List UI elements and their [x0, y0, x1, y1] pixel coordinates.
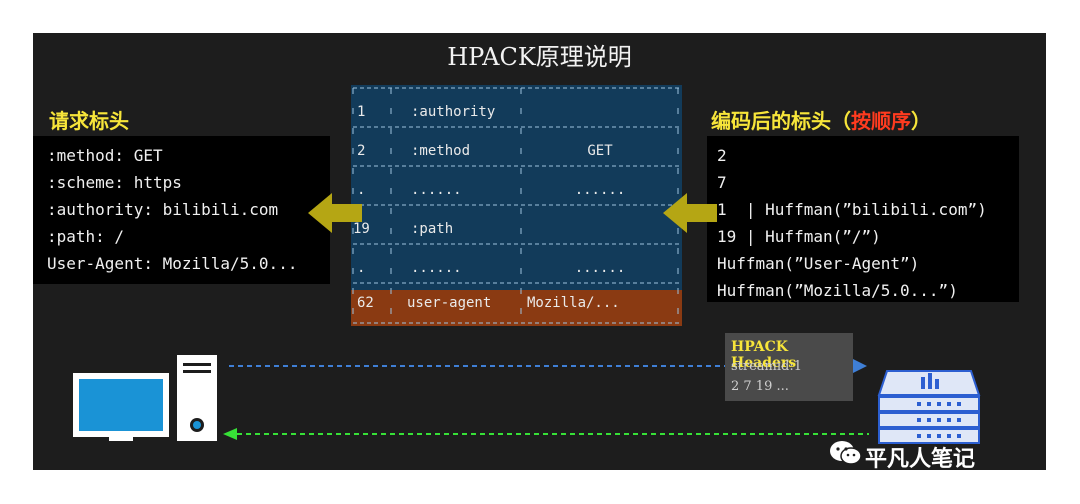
- encoded-header-line: 2: [717, 146, 727, 165]
- table-cell-index: 2: [357, 143, 366, 159]
- server-icon: [877, 370, 981, 444]
- hpack-frame-title: HPACK Headers: [731, 339, 797, 371]
- desktop-computer-icon: [73, 355, 217, 441]
- request-header-line: :method: GET: [47, 146, 163, 165]
- encoded-header-line: Huffman(”Mozilla/5.0...”): [717, 281, 958, 300]
- table-cell-name: ......: [411, 182, 462, 198]
- encoded-label-main: 编码后的标头（: [711, 109, 851, 133]
- table-cell-name: user-agent: [407, 295, 492, 311]
- hpack-frame-stream: streamid:1: [731, 359, 803, 374]
- encoded-header-line: 7: [717, 173, 727, 192]
- dynamic-table-bg: [351, 290, 682, 326]
- table-cell-name: :authority: [411, 104, 496, 120]
- request-flow-line: [229, 359, 867, 373]
- request-headers-label: 请求标头: [49, 109, 129, 133]
- request-header-line: User-Agent: Mozilla/5.0...: [47, 254, 298, 273]
- table-cell-value: GET: [587, 143, 613, 159]
- request-header-line: :path: /: [47, 227, 125, 246]
- wechat-icon: [830, 441, 862, 465]
- response-flow-line: [223, 428, 869, 440]
- table-row: 2 :method GET: [351, 139, 682, 167]
- table-cell-name: :method: [411, 143, 471, 159]
- table-cell-index: 1: [357, 104, 366, 120]
- encode-arrow-icon: [663, 193, 717, 233]
- page-title: HPACK原理说明: [447, 43, 632, 71]
- request-header-line: :scheme: https: [47, 173, 182, 192]
- table-cell-index: .: [357, 182, 366, 198]
- encoded-label-highlight: 按顺序: [851, 109, 911, 133]
- encoded-header-line: Huffman(”User-Agent”): [717, 254, 920, 273]
- table-row: 1 :authority: [351, 100, 682, 128]
- table-cell-value: ......: [574, 182, 626, 198]
- static-table-bg: [351, 85, 682, 290]
- table-row: 19 :path: [351, 217, 682, 245]
- encoded-label-end: ）: [911, 109, 931, 133]
- table-cell-name: ......: [411, 260, 462, 276]
- decode-arrow-icon: [308, 193, 362, 233]
- slide-canvas: HPACK原理说明 请求标头 :method: GET :scheme: htt…: [33, 33, 1046, 470]
- table-row: . ...... ......: [351, 256, 682, 284]
- table-cell-name: :path: [411, 221, 454, 237]
- encoded-header-line: 1 | Huffman(”bilibili.com”): [717, 200, 987, 219]
- encoded-headers-box: 2 7 1 | Huffman(”bilibili.com”) 19 | Huf…: [707, 136, 1019, 302]
- table-row: . ...... ......: [351, 178, 682, 206]
- table-row: 62 user-agent Mozilla/...: [351, 291, 682, 319]
- encoded-header-line: 19 | Huffman(”/”): [717, 227, 881, 246]
- hpack-table-grid: [351, 85, 682, 326]
- table-cell-value: Mozilla/...: [527, 295, 620, 311]
- table-cell-value: ......: [574, 260, 626, 276]
- hpack-frame-payload: 2 7 19 ...: [731, 379, 789, 394]
- table-cell-index: 62: [357, 295, 374, 311]
- request-headers-box: :method: GET :scheme: https :authority: …: [33, 136, 330, 284]
- encoded-headers-label: 编码后的标头（按顺序）: [711, 105, 931, 134]
- watermark-text: 平凡人笔记: [865, 447, 976, 470]
- table-cell-index: 19: [353, 221, 370, 237]
- hpack-table: 1 :authority 2 :method GET . ...... ....…: [351, 85, 682, 330]
- hpack-frame-box: HPACK Headers streamid:1 2 7 19 ...: [725, 333, 853, 401]
- table-cell-index: .: [357, 260, 366, 276]
- request-header-line: :authority: bilibili.com: [47, 200, 279, 219]
